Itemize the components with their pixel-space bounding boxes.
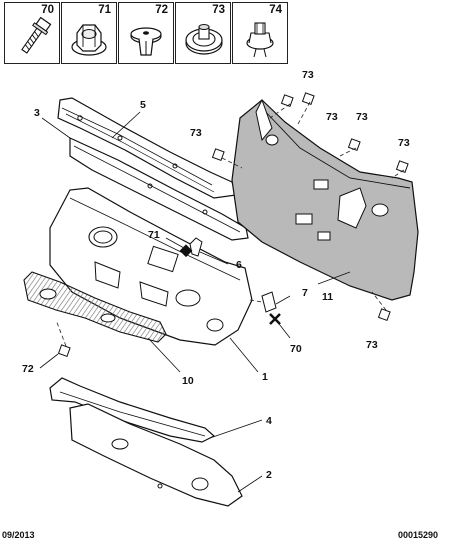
callout-73: 73: [326, 111, 338, 123]
hardware-ref-label: 71: [98, 4, 111, 16]
callout-11: 11: [322, 291, 333, 303]
callout-1: 1: [262, 371, 268, 383]
footer-code: 00015290: [398, 530, 439, 540]
part-6-clip: [189, 237, 203, 257]
part-70-marker: [269, 313, 281, 325]
grommet-73: [377, 308, 391, 322]
callout-71: 71: [148, 229, 160, 241]
push-clip-icon: [246, 22, 274, 58]
alignment-lines: [55, 101, 405, 347]
grommet-plug-icon: [185, 24, 223, 55]
part-2-lower-bulkhead: [69, 403, 243, 507]
push-rivet-icon: [130, 27, 162, 56]
callout-4: 4: [266, 415, 272, 427]
hardware-ref-label: 73: [212, 4, 225, 16]
footer-date: 09/2013: [2, 530, 35, 540]
hardware-ref-label: 74: [269, 4, 282, 16]
grommet-73: [395, 160, 409, 174]
callout-73: 73: [356, 111, 368, 123]
grommet-squares: [57, 92, 409, 358]
hardware-cell-73: 73: [175, 2, 231, 64]
callout-72: 72: [22, 363, 34, 375]
callout-2: 2: [266, 469, 272, 481]
callout-73: 73: [398, 137, 410, 149]
grommet-73: [347, 138, 361, 152]
callout-3: 3: [34, 107, 40, 119]
callout-6: 6: [236, 259, 242, 271]
callout-5: 5: [140, 99, 146, 111]
callout-73: 73: [190, 127, 202, 139]
grommet-73: [280, 94, 294, 108]
callout-10: 10: [182, 375, 194, 387]
part-3-cowl-lower: [69, 137, 249, 241]
hardware-cell-74: 74: [232, 2, 288, 64]
grommet-73: [211, 148, 225, 162]
callout-70: 70: [290, 343, 302, 355]
part-7-bracket: [261, 291, 277, 313]
part-11-dash-panel: [231, 98, 419, 301]
leader-lines: [39, 111, 351, 493]
hardware-cell-70: 70: [4, 2, 60, 64]
callout-73: 73: [366, 339, 378, 351]
part-10-insulation: [23, 271, 167, 343]
screw-icon: [21, 16, 52, 54]
grommet-72: [57, 344, 71, 358]
hardware-ref-label: 72: [155, 4, 168, 16]
hardware-strip: 70 71 72: [4, 2, 289, 66]
callout-73: 73: [302, 69, 314, 81]
hardware-ref-label: 70: [41, 4, 54, 16]
hardware-cell-71: 71: [61, 2, 117, 64]
grommet-73: [301, 92, 315, 106]
flange-nut-icon: [71, 24, 107, 56]
callout-7: 7: [302, 287, 308, 299]
hardware-cell-72: 72: [118, 2, 174, 64]
